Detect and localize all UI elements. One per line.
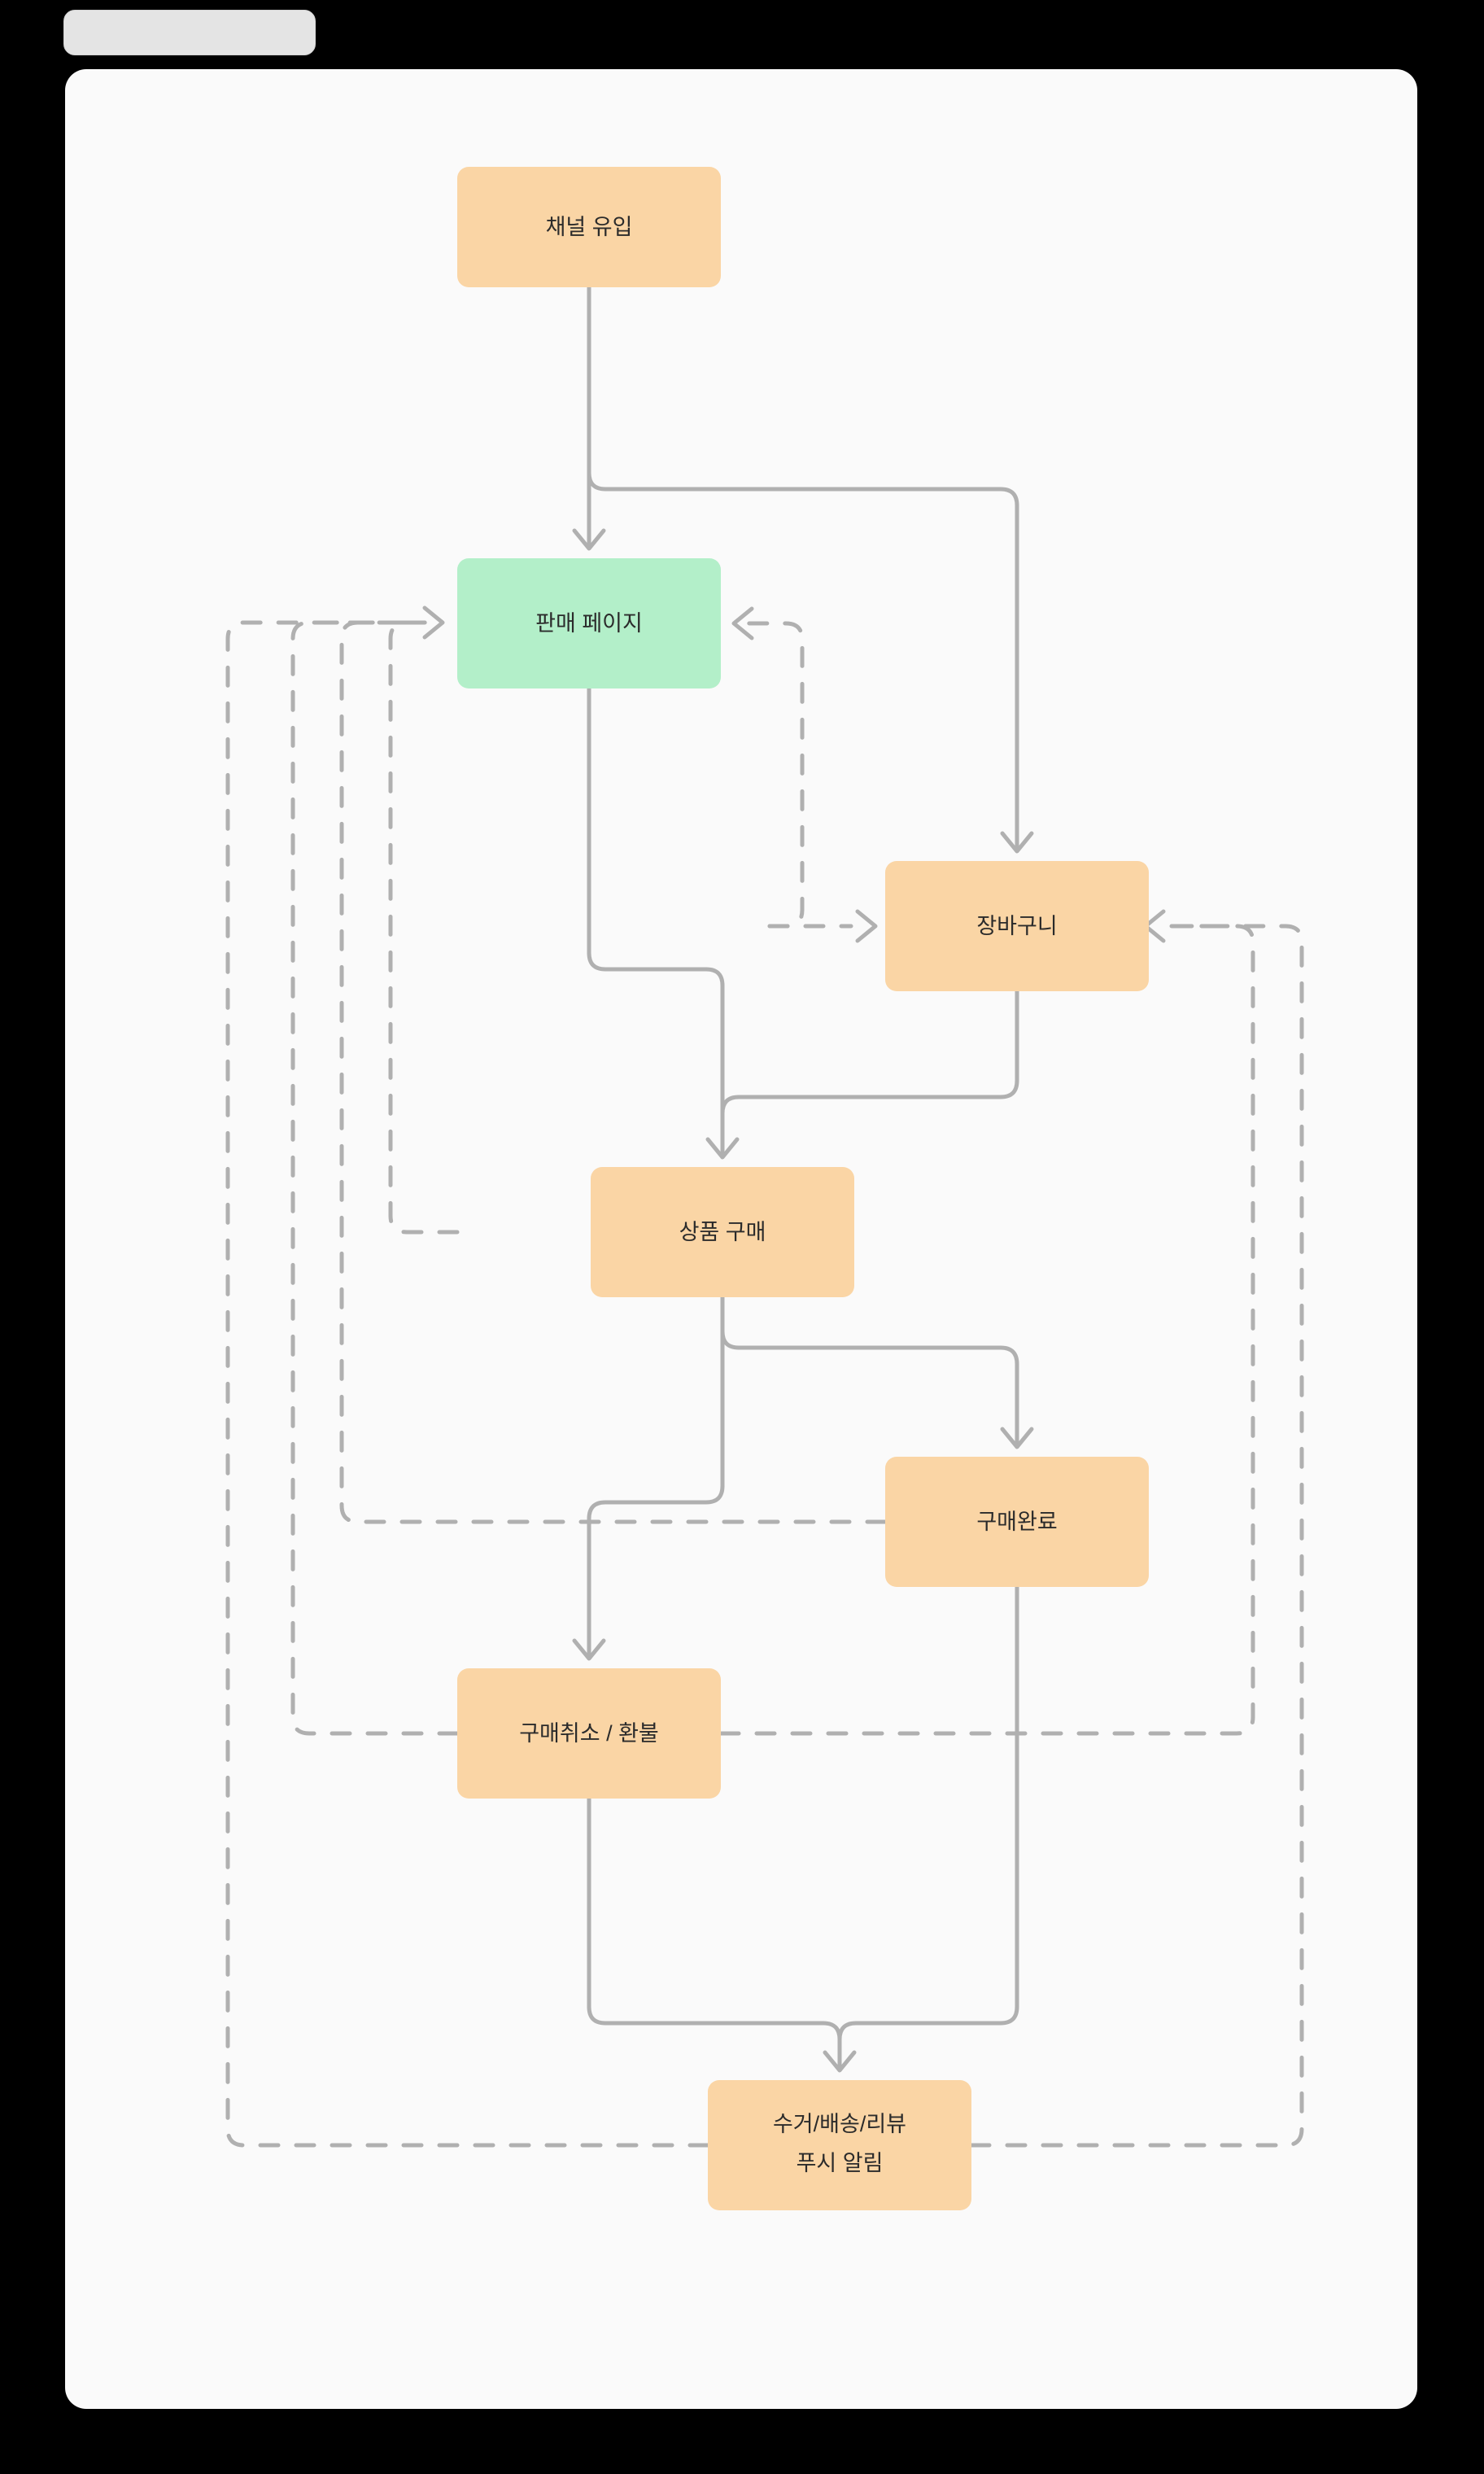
edge-channel-to-sales-arrow [572, 528, 606, 551]
edge-purchase-to-cancel [587, 1295, 725, 1658]
edge-sales-to-cart-arrow [855, 909, 878, 943]
edge-push-to-sales [225, 620, 710, 2148]
node-push-notification-box[interactable] [708, 2080, 971, 2210]
edge-cancel-to-cart [718, 924, 1255, 1736]
node-cancel-refund-box[interactable] [457, 1668, 721, 1799]
node-channel-inflow[interactable]: 채널 유입 [457, 167, 721, 287]
flowchart-canvas[interactable]: 채널 유입 판매 페이지 장바구니 상품 구매 구매완료 [65, 69, 1417, 2409]
edge-purchase-to-sales-arrow [422, 605, 445, 640]
edge-cart-to-sales-arrow [731, 606, 754, 640]
node-channel-inflow-box[interactable] [457, 167, 721, 287]
edge-done-to-push [837, 1584, 1019, 2070]
node-sales-page[interactable]: 판매 페이지 [457, 558, 721, 688]
node-cart-box[interactable] [885, 861, 1149, 991]
node-push-notification[interactable]: 수거/배송/리뷰 푸시 알림 [708, 2080, 971, 2210]
edge-push-to-cart [969, 924, 1304, 2148]
edge-cancel-to-sales [290, 620, 460, 1736]
canvas-tab-chip[interactable] [63, 10, 316, 55]
edge-cancel-to-push-arrow [823, 2050, 857, 2073]
node-cart[interactable]: 장바구니 [885, 861, 1149, 991]
edge-channel-to-cart [587, 285, 1019, 850]
node-purchase-complete[interactable]: 구매완료 [885, 1457, 1149, 1587]
edge-channel-to-cart-arrow [1000, 831, 1034, 854]
edge-cancel-to-push [587, 1796, 842, 2070]
node-cancel-refund[interactable]: 구매취소 / 환불 [457, 1668, 721, 1799]
edge-purchase-to-done-arrow [1000, 1427, 1034, 1449]
edge-purchase-to-cancel-arrow [572, 1638, 606, 1661]
node-sales-page-box[interactable] [457, 558, 721, 688]
edge-purchase-to-sales [388, 620, 460, 1235]
edge-purchase-to-done [720, 1295, 1019, 1446]
node-layer: 채널 유입 판매 페이지 장바구니 상품 구매 구매완료 [457, 167, 1149, 2210]
edge-sales-to-cart [735, 621, 805, 929]
node-product-purchase-box[interactable] [591, 1167, 854, 1297]
edge-layer [225, 285, 1304, 2148]
node-product-purchase[interactable]: 상품 구매 [591, 1167, 854, 1297]
edge-sales-to-purchase [587, 686, 725, 1156]
flowchart-svg: 채널 유입 판매 페이지 장바구니 상품 구매 구매완료 [225, 167, 1304, 2210]
edge-sales-to-purchase-arrow [705, 1137, 740, 1160]
node-purchase-complete-box[interactable] [885, 1457, 1149, 1587]
edge-cart-to-purchase [720, 989, 1019, 1156]
